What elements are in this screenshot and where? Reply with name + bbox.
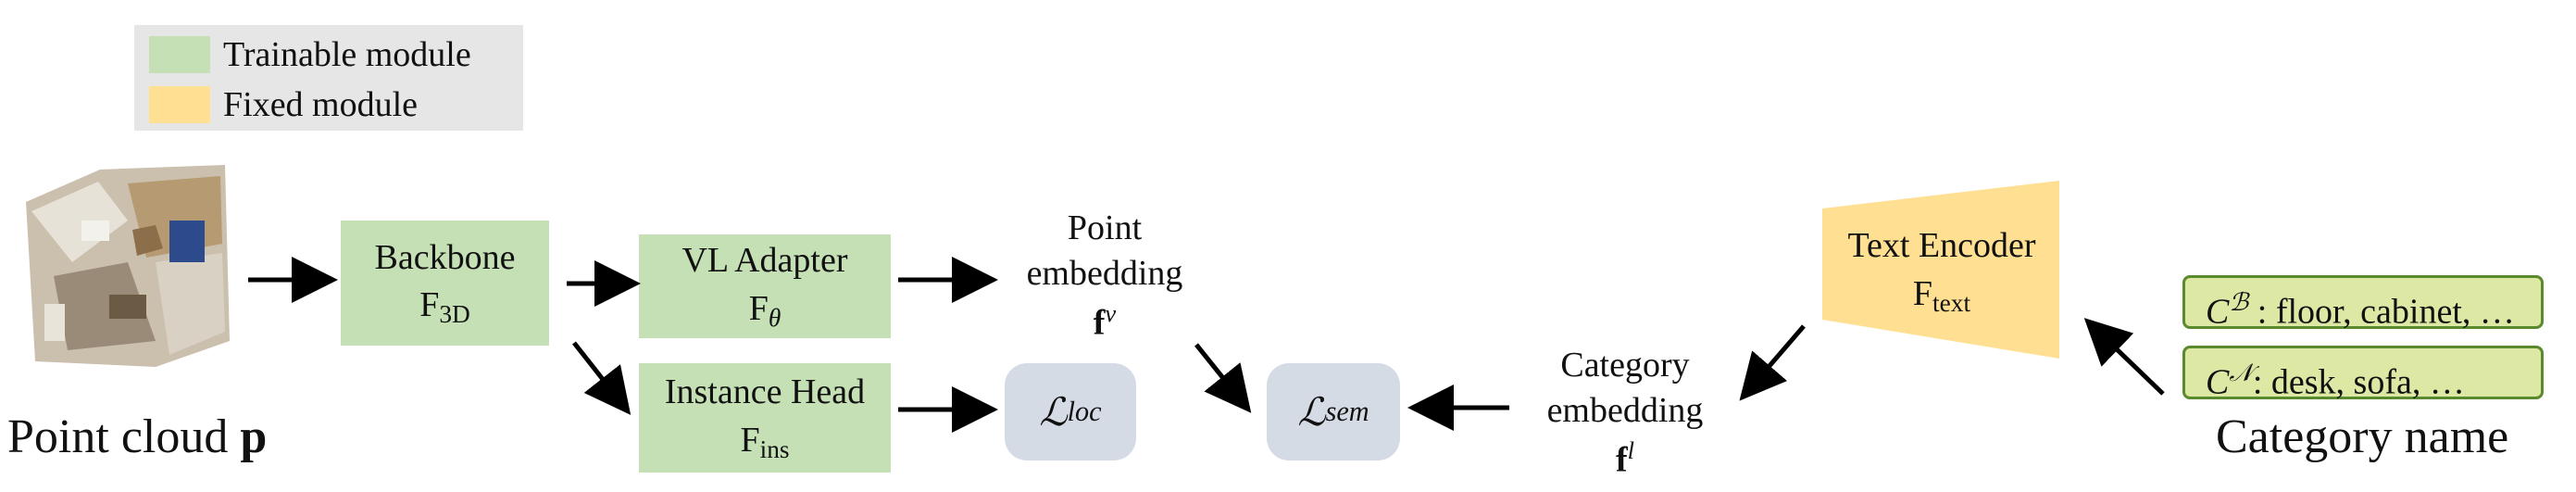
base-category-box: Cℬ : floor, cabinet, …	[2182, 275, 2544, 332]
point-cloud-symbol: p	[240, 410, 268, 463]
trainable-legend-label: Trainable module	[223, 35, 471, 74]
category-embedding-line2: embedding	[1546, 391, 1704, 431]
category-embedding-label: Category embedding fl	[1519, 343, 1732, 484]
point-embedding-label: Point embedding fv	[1007, 206, 1202, 347]
arrow-point-embedding-to-sem	[1194, 343, 1252, 413]
arrow-backbone-to-instance-head	[572, 341, 631, 415]
instance-head-symbol: Fins	[740, 420, 790, 463]
backbone-symbol: F3D	[419, 285, 470, 329]
vl-adapter-name: VL Adapter	[682, 241, 848, 281]
legend: Trainable module Fixed module	[134, 25, 523, 131]
text-encoder-name: Text Encoder	[1847, 226, 2036, 266]
point-embedding-line1: Point	[1067, 208, 1143, 247]
text-encoder-module: Text Encoder Ftext	[1822, 221, 2061, 322]
point-embedding-symbol: fv	[1093, 298, 1117, 343]
vl-adapter-module: VL Adapter Fθ	[639, 234, 891, 338]
vl-adapter-symbol: Fθ	[748, 288, 782, 332]
point-cloud-image	[26, 165, 230, 367]
category-name-label: Category name	[2216, 410, 2509, 463]
instance-head-name: Instance Head	[664, 372, 866, 412]
trainable-swatch	[149, 36, 210, 73]
point-cloud-text: Point cloud	[7, 410, 229, 463]
novel-category-box: C𝒩: desk, sofa, …	[2182, 346, 2544, 402]
point-cloud-label: Point cloud p	[7, 406, 267, 469]
arrow-text-encoder-to-category-embedding	[1739, 324, 1806, 401]
category-embedding-line1: Category	[1560, 346, 1690, 385]
category-embedding-symbol: fl	[1615, 435, 1635, 480]
backbone-module: Backbone F3D	[341, 221, 549, 346]
instance-head-module: Instance Head Fins	[639, 363, 891, 473]
text-encoder-shape	[1822, 181, 2059, 359]
text-encoder-symbol: Ftext	[1912, 273, 1971, 317]
backbone-name: Backbone	[374, 237, 516, 277]
fixed-swatch	[149, 86, 210, 123]
fixed-legend-label: Fixed module	[223, 85, 419, 124]
arrow-categories-to-text-encoder	[2083, 318, 2165, 396]
point-embedding-line2: embedding	[1026, 254, 1183, 294]
